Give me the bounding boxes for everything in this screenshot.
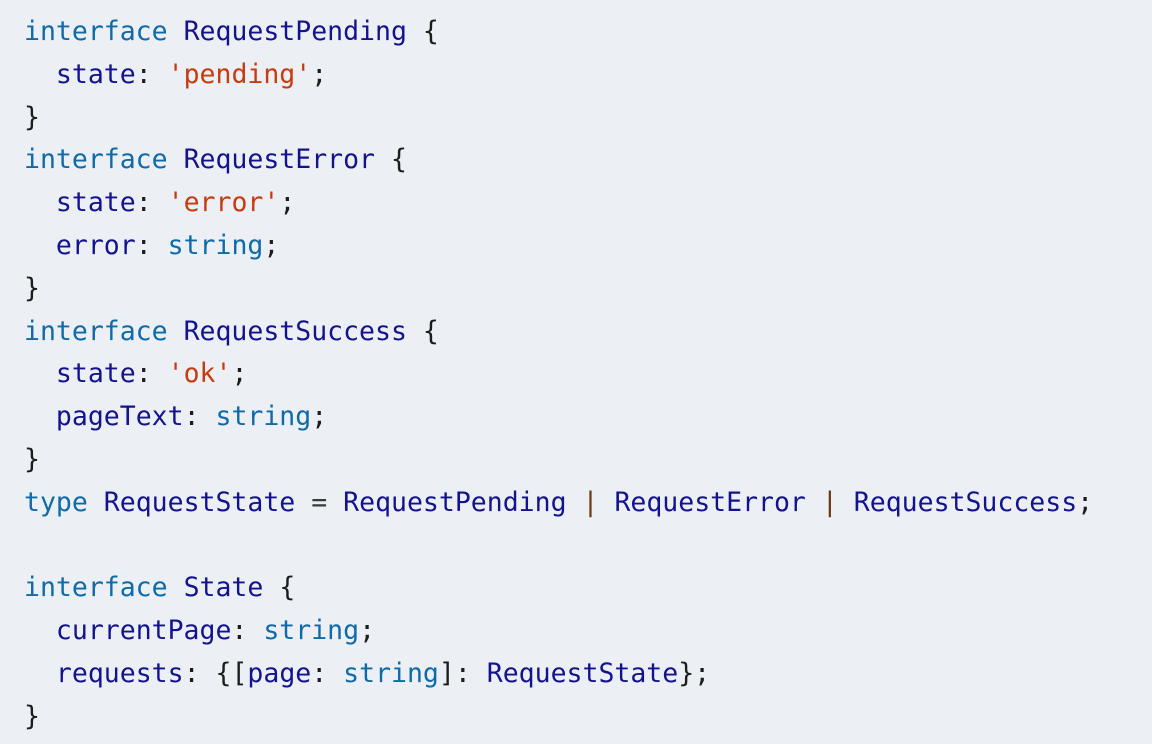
code-token-plain bbox=[806, 487, 822, 518]
code-token-plain bbox=[24, 358, 56, 389]
code-token-punct: { bbox=[390, 144, 407, 176]
code-token-plain bbox=[407, 316, 423, 347]
code-token-plain bbox=[838, 487, 854, 518]
code-line: state: 'pending'; bbox=[24, 54, 1152, 97]
code-token-plain bbox=[567, 487, 583, 518]
code-token-str: 'ok' bbox=[167, 358, 232, 390]
code-token-punct: : bbox=[135, 58, 168, 90]
code-token-prop: pageText bbox=[55, 401, 184, 433]
code-line: requests: {[page: string]: RequestState}… bbox=[24, 653, 1152, 696]
code-token-name: RequestError bbox=[614, 486, 806, 518]
code-token-prop: page bbox=[247, 657, 312, 689]
code-token-plain bbox=[24, 59, 56, 90]
code-token-punct: ; bbox=[231, 358, 248, 390]
code-token-punct: { bbox=[279, 572, 296, 604]
code-token-prop: error bbox=[55, 229, 136, 261]
code-token-str: 'error' bbox=[167, 187, 280, 219]
code-token-type: string bbox=[343, 657, 439, 689]
code-token-plain bbox=[88, 487, 104, 518]
code-token-punct: ; bbox=[263, 229, 280, 261]
code-token-punct: } bbox=[24, 101, 40, 133]
code-token-type: string bbox=[167, 229, 264, 261]
code-token-prop: state bbox=[55, 187, 136, 219]
code-line: interface RequestSuccess { bbox=[24, 311, 1152, 354]
code-token-punct: : bbox=[135, 358, 168, 390]
code-token-type: string bbox=[263, 615, 360, 647]
code-token-plain bbox=[24, 230, 56, 261]
code-token-kw: type bbox=[24, 486, 88, 518]
code-token-plain bbox=[24, 615, 56, 646]
code-token-punct: } bbox=[24, 443, 40, 475]
code-token-name: RequestPending bbox=[343, 486, 567, 518]
code-line: pageText: string; bbox=[24, 396, 1152, 439]
code-token-prop: state bbox=[55, 58, 136, 90]
code-line: type RequestState = RequestPending | Req… bbox=[24, 482, 1152, 525]
code-token-punct: ; bbox=[279, 187, 296, 219]
code-token-punct: } bbox=[24, 272, 40, 304]
code-token-punct: { bbox=[422, 315, 439, 347]
code-token-name: RequestError bbox=[183, 144, 376, 176]
code-line: interface RequestPending { bbox=[24, 11, 1152, 54]
code-line: currentPage: string; bbox=[24, 610, 1152, 653]
code-token-name: State bbox=[183, 572, 264, 604]
code-token-punct: }; bbox=[678, 657, 711, 689]
code-token-punct: { bbox=[422, 16, 439, 47]
code-line: error: string; bbox=[24, 225, 1152, 268]
code-token-name: RequestSuccess bbox=[183, 315, 407, 347]
code-token-kw: interface bbox=[24, 315, 168, 347]
code-token-plain bbox=[375, 144, 391, 175]
code-token-name: RequestPending bbox=[183, 16, 407, 47]
code-line: interface State { bbox=[24, 567, 1152, 610]
code-token-punct: : bbox=[311, 657, 344, 689]
code-line: } bbox=[24, 696, 1152, 739]
code-token-prop: requests bbox=[55, 657, 184, 689]
code-token-plain bbox=[295, 487, 311, 518]
code-token-pipe: | bbox=[821, 486, 838, 518]
code-token-type: string bbox=[215, 401, 312, 433]
code-token-plain bbox=[407, 16, 423, 47]
code-line: } bbox=[24, 268, 1152, 311]
code-token-name: RequestSuccess bbox=[853, 486, 1078, 518]
code-token-plain bbox=[24, 187, 56, 218]
code-line: } bbox=[24, 439, 1152, 482]
code-token-plain bbox=[598, 487, 614, 518]
code-token-str: 'pending' bbox=[167, 58, 312, 90]
code-line: state: 'ok'; bbox=[24, 353, 1152, 396]
code-line: } bbox=[24, 97, 1152, 140]
code-token-plain bbox=[168, 572, 184, 603]
code-token-punct: ]: bbox=[438, 657, 487, 689]
code-token-punct: : bbox=[231, 615, 264, 647]
code-token-name: RequestState bbox=[486, 657, 679, 689]
code-token-punct: {[ bbox=[215, 657, 248, 689]
code-token-op: = bbox=[311, 486, 328, 518]
code-line: interface RequestError { bbox=[24, 139, 1152, 182]
code-token-punct: } bbox=[24, 700, 40, 732]
code-token-punct: : bbox=[183, 657, 216, 689]
code-token-pipe: | bbox=[582, 486, 599, 518]
code-token-punct: : bbox=[135, 229, 168, 261]
code-token-plain bbox=[24, 401, 56, 432]
code-token-punct: ; bbox=[1077, 486, 1094, 518]
code-token-plain bbox=[327, 487, 343, 518]
code-token-punct: ; bbox=[311, 401, 328, 433]
code-token-name: RequestState bbox=[103, 486, 296, 518]
code-line: state: 'error'; bbox=[24, 182, 1152, 225]
code-token-punct: ; bbox=[359, 615, 376, 647]
code-token-plain bbox=[263, 572, 279, 603]
code-token-plain bbox=[168, 144, 184, 175]
code-token-prop: currentPage bbox=[55, 615, 232, 647]
code-token-plain bbox=[168, 16, 184, 47]
code-token-kw: interface bbox=[24, 572, 168, 604]
code-token-plain bbox=[168, 316, 184, 347]
code-token-punct: ; bbox=[311, 58, 328, 90]
code-token-punct: : bbox=[183, 401, 216, 433]
code-token-kw: interface bbox=[24, 16, 168, 47]
code-token-kw: interface bbox=[24, 144, 168, 176]
code-token-plain bbox=[24, 658, 56, 689]
code-line bbox=[24, 525, 1152, 568]
code-token-prop: state bbox=[55, 358, 136, 390]
code-token-punct: : bbox=[135, 187, 168, 219]
